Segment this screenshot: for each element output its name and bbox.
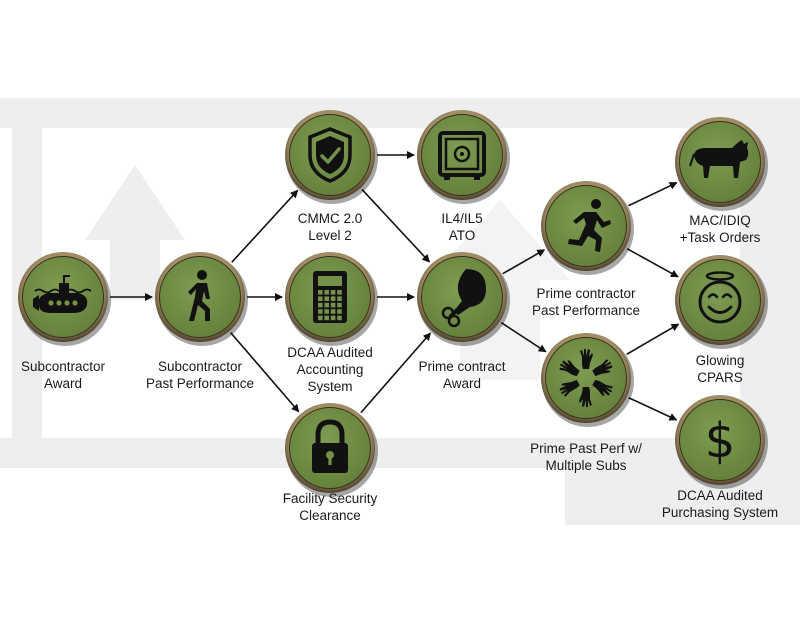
node-label-prime-multiple-subs: Prime Past Perf w/ Multiple Subs [530, 441, 642, 473]
node-label-cmmc: CMMC 2.0 Level 2 [297, 211, 363, 243]
node-mac-idiq [675, 117, 768, 211]
node-label-subcontractor-past-performance: Subcontractor Past Performance [145, 359, 255, 391]
drumstick-icon [441, 269, 486, 328]
node-label-prime-past-performance: Prime contractor Past Performance [531, 286, 641, 318]
node-dcaa-accounting [285, 252, 378, 346]
node-prime-past-performance [541, 181, 634, 275]
submarine-icon [33, 275, 92, 313]
bull-icon [689, 140, 749, 178]
edge-prime-contract-award-to-prime-multiple-subs [500, 322, 547, 353]
node-fill [545, 337, 627, 419]
padlock-icon [312, 419, 348, 473]
node-subcontractor-past-performance [155, 252, 248, 346]
edge-prime-multiple-subs-to-glowing-cpars [626, 323, 680, 356]
walking-person-icon [188, 270, 210, 321]
svg-text:$: $ [705, 413, 736, 469]
node-label-glowing-cpars: Glowing CPARS [695, 353, 745, 385]
shield-check-icon [308, 127, 352, 183]
node-fill [679, 399, 761, 481]
node-prime-contract-award [417, 252, 510, 346]
node-layer: $ [18, 110, 768, 497]
edge-subcontractor-past-performance-to-cmmc [231, 189, 299, 263]
safe-icon [438, 131, 486, 180]
node-fill [679, 259, 761, 341]
node-label-dcaa-accounting: DCAA Audited Accounting System [287, 345, 373, 394]
running-person-icon [568, 199, 611, 252]
edge-subcontractor-past-performance-to-facility-clearance [230, 332, 300, 413]
edge-prime-contract-award-to-prime-past-performance [502, 249, 546, 275]
node-label-facility-clearance: Facility Security Clearance [282, 491, 378, 523]
edge-layer [110, 151, 680, 421]
node-label-prime-contract-award: Prime contract Award [418, 359, 506, 391]
node-subcontractor-award [18, 252, 111, 346]
node-prime-multiple-subs [541, 333, 634, 427]
edge-facility-clearance-to-prime-contract-award [360, 332, 432, 414]
dollar-icon: $ [705, 413, 736, 469]
node-glowing-cpars [675, 255, 768, 349]
node-cmmc [285, 110, 378, 204]
node-facility-clearance [285, 403, 378, 497]
edge-prime-multiple-subs-to-dcaa-purchasing [628, 397, 678, 421]
node-label-subcontractor-award: Subcontractor Award [20, 359, 106, 391]
edge-prime-past-performance-to-glowing-cpars [626, 248, 679, 278]
node-label-dcaa-purchasing: DCAA Audited Purchasing System [661, 488, 779, 520]
edge-prime-past-performance-to-mac-idiq [628, 181, 678, 207]
node-label-il4-il5: IL4/IL5 ATO [441, 211, 483, 243]
halo-smiley-icon [698, 271, 742, 324]
calculator-icon [313, 271, 347, 323]
node-dcaa-purchasing: $ [675, 395, 768, 489]
hands-circle-icon [559, 349, 613, 407]
node-label-mac-idiq: MAC/IDIQ +Task Orders [679, 213, 761, 245]
node-il4-il5 [417, 110, 510, 204]
edge-cmmc-to-prime-contract-award [361, 188, 431, 263]
